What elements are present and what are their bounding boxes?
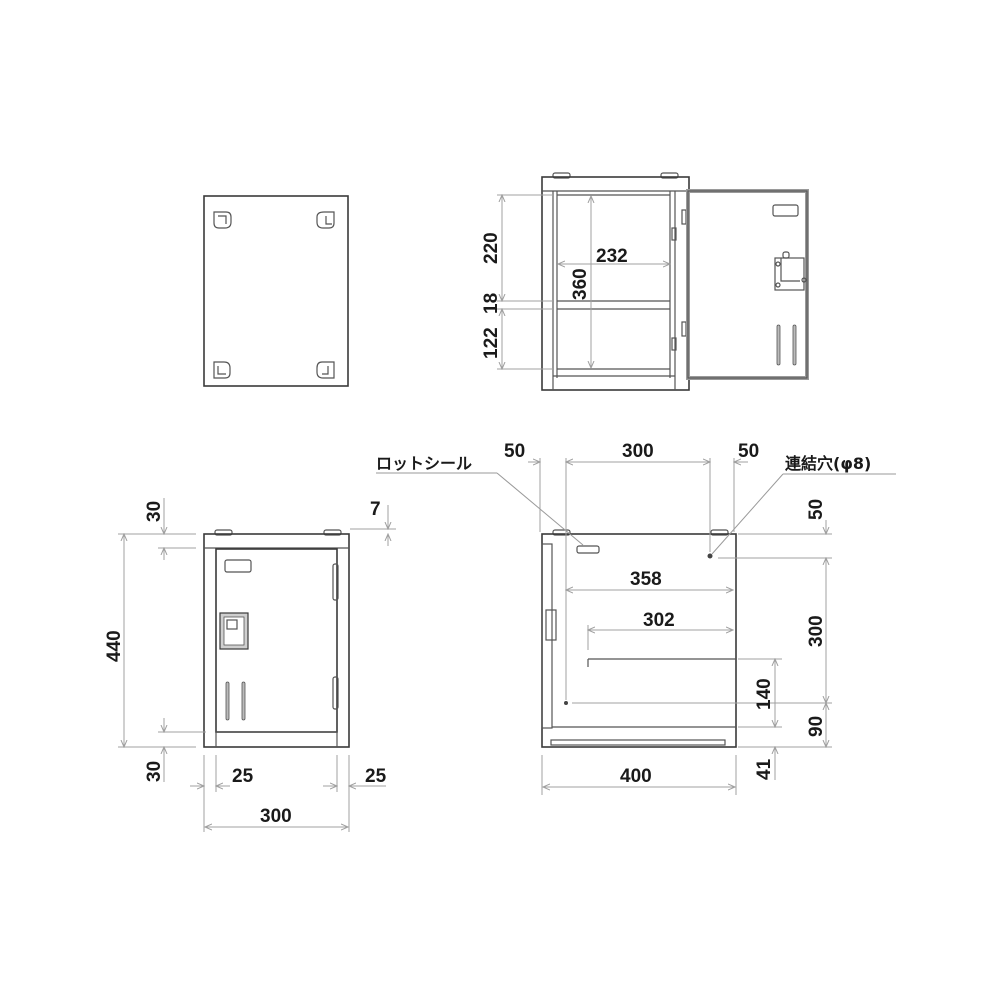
lock-icon [219,612,249,650]
dim-base: 41 [754,758,775,780]
dim-height: 440 [104,630,125,662]
dim-width: 300 [260,806,292,827]
foot-icon [316,361,335,379]
callout-lot-seal: ロットシール [376,454,472,473]
dim-shelf-depth: 302 [643,610,675,631]
dim-depth: 400 [620,766,652,787]
open-front-view: 232 360 220 18 122 [481,172,809,391]
hinge-icon [332,563,339,710]
dim-hole-vertical-span: 300 [806,615,827,647]
front-view: 30 7 440 30 25 25 300 [104,498,396,832]
dim-shelf: 18 [481,293,502,314]
dim-top-hole: 50 [806,499,827,520]
foot-icon [213,211,232,229]
dim-right-margin: 50 [738,441,759,462]
vent-slots-icon [225,681,246,721]
foot-icon [316,211,335,229]
dim-top-offset: 7 [370,499,381,520]
dim-depth-inner: 358 [630,569,662,590]
dim-inner-height: 360 [570,268,591,300]
side-view: ロットシール 連結穴(φ8) 50 300 50 358 302 50 30 [376,441,896,795]
dim-hole-bottom: 90 [806,716,827,737]
dim-upper-space: 220 [481,232,502,264]
foot-icon [213,361,231,379]
lock-icon [774,251,807,291]
callout-connection-hole: 連結穴(φ8) [785,454,871,473]
dim-shelf-height: 140 [754,678,775,710]
dim-left-margin: 50 [504,441,525,462]
dim-side-left: 25 [232,766,254,787]
dim-lower-space: 122 [481,327,502,359]
dim-side-right: 25 [365,766,387,787]
dim-hole-span: 300 [622,441,654,462]
vent-slots-icon [776,324,797,366]
top-view [203,195,349,387]
open-door [686,189,809,380]
dim-top: 30 [144,501,165,522]
dim-inner-width: 232 [596,246,628,267]
dim-bottom: 30 [144,761,165,782]
